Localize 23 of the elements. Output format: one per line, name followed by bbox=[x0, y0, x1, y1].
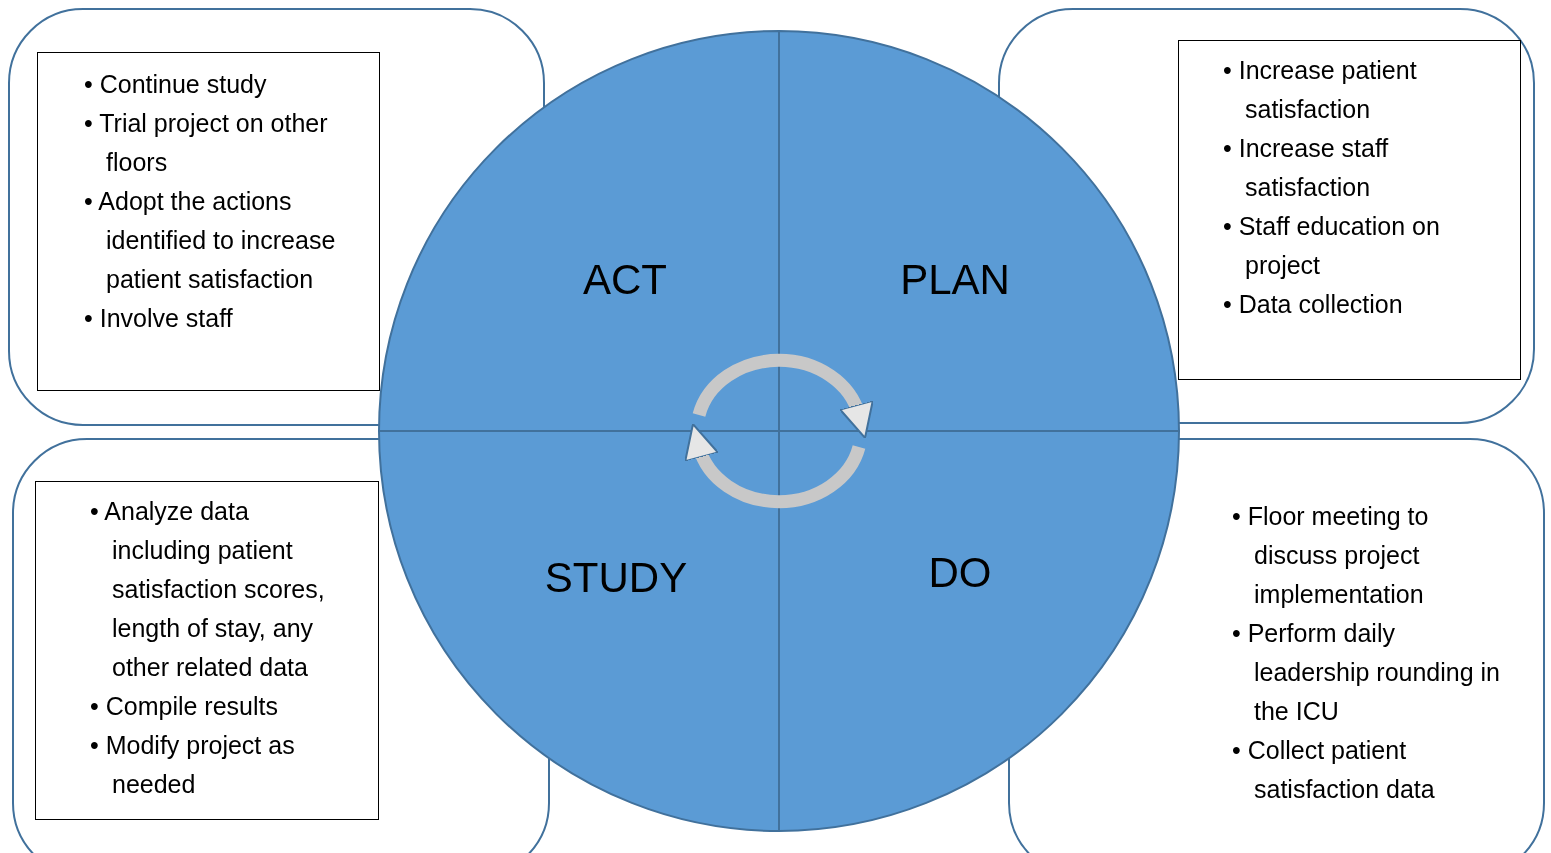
bullet-list-box bbox=[37, 52, 380, 391]
bullet-text: • Analyze data including patient satisfaction scores, length of stay, any other related data bbox=[90, 496, 326, 683]
bullet-text: • Involve staff bbox=[84, 303, 234, 334]
bullet-text: • Staff education on project bbox=[1223, 211, 1441, 281]
bullet-text: • Floor meeting to discuss project implementation bbox=[1232, 501, 1430, 610]
bullet-list-box bbox=[35, 481, 379, 820]
bullet-list-box bbox=[1178, 40, 1521, 380]
quadrant-label: DO bbox=[928, 549, 992, 597]
bullet-text: • Compile results bbox=[90, 691, 279, 722]
bullet-text: • Increase patient satisfaction bbox=[1223, 55, 1418, 125]
bullet-text: • Continue study bbox=[84, 69, 268, 100]
bullet-text: • Trial project on other floors bbox=[84, 108, 329, 178]
bullet-text: • Data collection bbox=[1223, 289, 1404, 320]
bullet-text: • Perform daily leadership rounding in the ICU bbox=[1232, 618, 1501, 727]
bullet-text: • Modify project as needed bbox=[90, 730, 296, 800]
quadrant-label: ACT bbox=[583, 256, 667, 304]
curved-arrow bbox=[692, 354, 873, 439]
quadrant-label: STUDY bbox=[544, 554, 688, 602]
curved-arrow bbox=[685, 423, 866, 508]
bullet-text: • Adopt the actions identified to increase patient satisfaction bbox=[84, 186, 337, 295]
quadrant-label: PLAN bbox=[900, 256, 1010, 304]
bullet-text: • Collect patient satisfaction data bbox=[1232, 735, 1436, 805]
bullet-text: • Increase staff satisfaction bbox=[1223, 133, 1390, 203]
